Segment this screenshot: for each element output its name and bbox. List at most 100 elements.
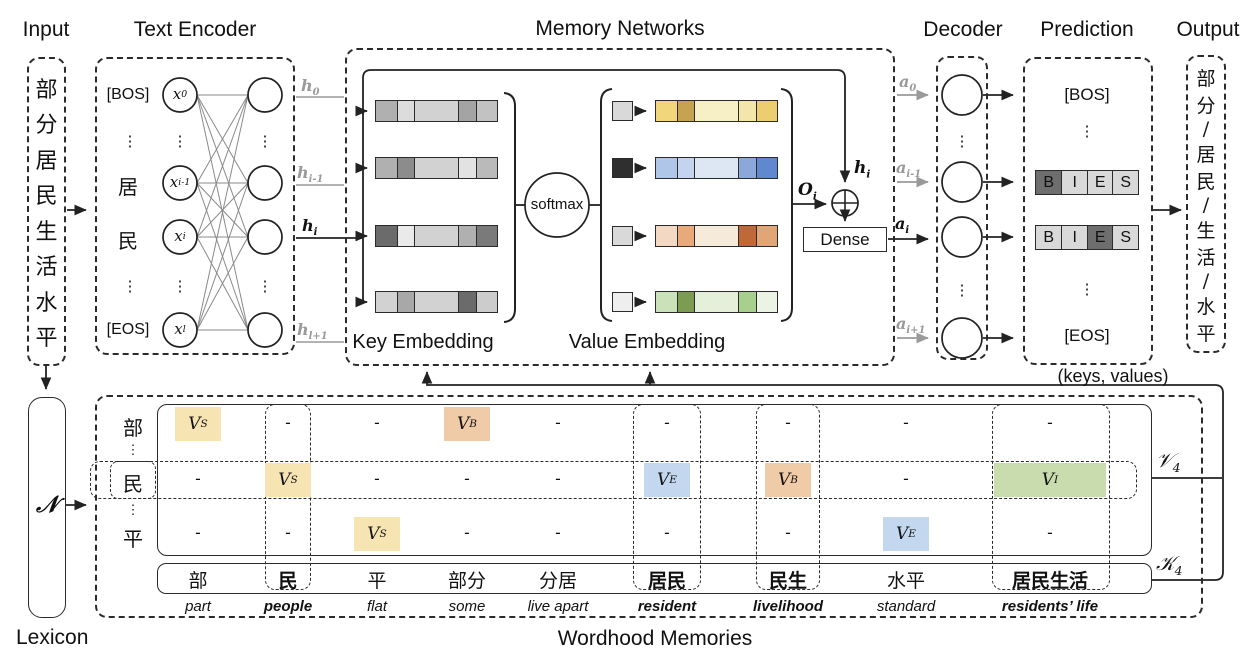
input-char: 活: [35, 255, 58, 281]
keys-values-feed-path: [421, 371, 1224, 581]
dashed-column-box: [992, 404, 1110, 590]
output-text: 部分/居民/生活/水平: [1186, 64, 1226, 345]
wordhood-cell-empty: -: [664, 413, 670, 432]
wordhood-cell-empty: -: [195, 523, 201, 542]
wordhood-cell-empty: -: [464, 523, 470, 542]
embedding-segment: [458, 292, 477, 312]
wordhood-column-header: 分居: [538, 570, 577, 592]
encoder-hidden-node: [247, 165, 283, 201]
prediction-box: [1023, 57, 1153, 365]
wordhood-box: [95, 395, 1203, 618]
embedding-segment: [458, 226, 477, 246]
output-token: 生: [1196, 220, 1216, 242]
decoder-node: [941, 161, 983, 203]
embedding-segment: [693, 158, 739, 178]
wordhood-column-header: 民: [278, 570, 298, 592]
ellipsis: ⋮: [1079, 281, 1095, 298]
input-box: [27, 57, 66, 366]
ai-label: ai: [895, 214, 910, 237]
decoder-title: Decoder: [923, 18, 1003, 41]
output-token: 活: [1196, 247, 1216, 269]
embedding-segment: [756, 101, 777, 121]
embedding-segment: [656, 158, 677, 178]
wordhood-row-label: 平: [123, 527, 143, 551]
encoder-input-node: [162, 219, 198, 255]
key-embedding-label: Key Embedding: [352, 331, 494, 353]
embedding-segment: [738, 101, 757, 121]
ellipsis: ⋮: [172, 278, 188, 295]
dashed-column-box: [756, 404, 820, 590]
output-token: 部: [1196, 68, 1216, 90]
wordhood-column-header: 部: [188, 570, 208, 592]
wordhood-gloss: standard: [876, 598, 936, 615]
embedding-segment: [756, 158, 777, 178]
encoder-input-node: [162, 312, 198, 348]
embedding-segment: [376, 292, 397, 312]
input-char: 居: [35, 148, 58, 174]
input-char: 民: [35, 184, 58, 210]
encoder-connection: [196, 182, 249, 238]
wordhood-column-header: 部分: [447, 570, 486, 592]
h0-label: h0: [301, 76, 320, 99]
embedding-segment: [738, 226, 757, 246]
input-title: Input: [22, 18, 70, 41]
key-embedding-bar: [375, 100, 498, 122]
wordhood-column-header: 居民: [647, 570, 686, 592]
dense-box: Dense: [803, 227, 887, 252]
embedding-segment: [738, 292, 757, 312]
output-title: Output: [1176, 18, 1240, 41]
wordhood-cell-empty: -: [903, 469, 909, 488]
encoder-input-node: [162, 165, 198, 201]
value-embedding-bar: [655, 100, 778, 122]
encoder-connection: [196, 94, 249, 238]
output-token: 民: [1196, 171, 1216, 193]
tag-cell-b: B: [1036, 171, 1062, 194]
ellipsis: ⋮: [954, 282, 970, 299]
tag-cell-i: I: [1061, 171, 1087, 194]
encoder-connections: [196, 94, 249, 331]
prediction-bos: [BOS]: [1064, 85, 1110, 104]
memory-box: [345, 48, 895, 366]
ellipsis: ⋮: [126, 502, 140, 517]
embedding-segment: [458, 158, 477, 178]
tag-cell-e: E: [1086, 226, 1113, 249]
lexicon-symbol: 𝒩: [35, 491, 59, 518]
encoder-hidden-node: [247, 219, 283, 255]
keys-values-label: (keys, values): [1057, 366, 1169, 386]
v4-label: 𝒱4: [1156, 448, 1181, 475]
value-weight-square: [612, 101, 633, 121]
wordhood-cell-empty: -: [555, 469, 561, 488]
wordhood-row-label: 民: [123, 472, 143, 496]
encoder-input-node: [162, 77, 198, 113]
tag-cell-b: B: [1036, 226, 1062, 249]
wordhood-cell-empty: -: [785, 523, 791, 542]
min-row-label-box: [110, 461, 156, 499]
ellipsis: ⋮: [122, 278, 138, 295]
embedding-segment: [376, 101, 397, 121]
value-embedding-bar: [655, 225, 778, 247]
value-embedding-bar: [655, 157, 778, 179]
ai-1-label: ai-1: [896, 158, 922, 181]
encoder-nodes: [162, 77, 283, 348]
embedding-segment: [376, 158, 397, 178]
encoder-connection: [196, 94, 249, 331]
input-char: 部: [35, 78, 58, 103]
wordhood-gloss: live apart: [527, 598, 589, 615]
input-char: 生: [35, 219, 58, 245]
encoder-connection: [196, 94, 249, 184]
embedding-segment: [413, 292, 459, 312]
wordhood-row-label: 部: [123, 416, 143, 440]
encoder-row-label-eos: [EOS]: [106, 321, 150, 338]
embedding-segment: [656, 292, 677, 312]
wordhood-gloss: residents’ life: [1001, 598, 1099, 615]
